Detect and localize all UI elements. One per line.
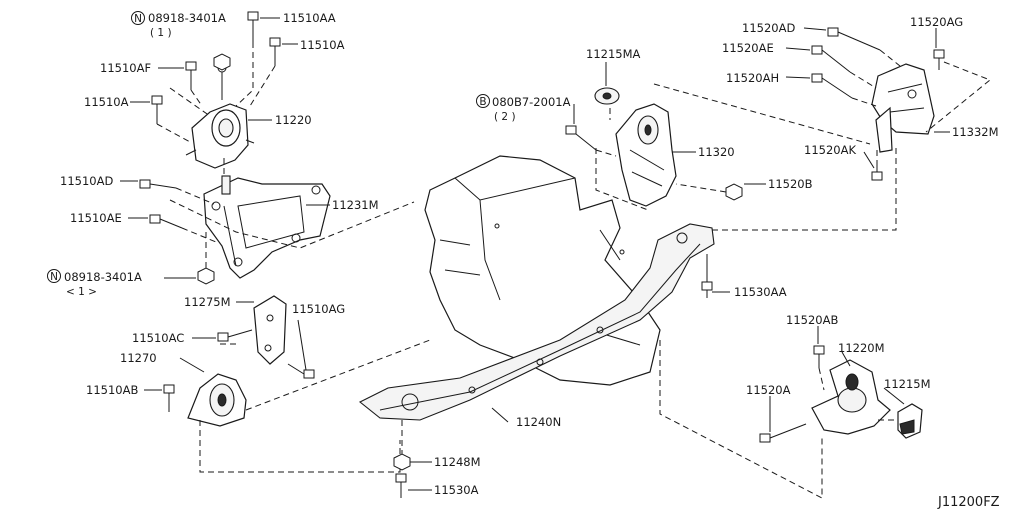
n-marker-top: N — [131, 11, 145, 25]
label-080B7-qty: ( 2 ) — [494, 111, 516, 123]
label-11320: 11320 — [698, 145, 735, 159]
diagram-code: J11200FZ — [937, 495, 1000, 510]
leader-lines — [120, 17, 950, 491]
nut-11248M — [393, 453, 411, 471]
label-11270: 11270 — [120, 351, 157, 365]
n-marker-mid: N — [47, 269, 61, 283]
bolt-11530A — [395, 473, 407, 498]
label-11220: 11220 — [275, 113, 312, 127]
label-11510A-top: 11510A — [300, 38, 345, 52]
label-11530A: 11530A — [434, 483, 479, 497]
bolt-11510AF — [185, 61, 197, 90]
label-11510AE: 11510AE — [70, 211, 122, 225]
label-11240N: 11240N — [516, 415, 561, 429]
bolt-11510AA — [247, 11, 259, 42]
svg-text:B: B — [479, 96, 486, 108]
bolt-11520AB — [813, 345, 825, 368]
label-11520AK: 11520AK — [804, 143, 856, 157]
mount-11270 — [187, 373, 247, 427]
label-08918-mid: 08918-3401A — [64, 270, 142, 284]
label-11215M: 11215M — [884, 377, 931, 391]
label-11332M: 11332M — [952, 125, 999, 139]
label-11510A-left: 11510A — [84, 95, 129, 109]
label-11520AH: 11520AH — [726, 71, 779, 85]
mount-11320 — [615, 103, 677, 207]
bolt-11520AE — [811, 45, 851, 73]
svg-text:N: N — [50, 271, 58, 283]
insulator-11215MA — [594, 87, 620, 105]
nut-08918-top — [213, 53, 231, 71]
label-11231M: 11231M — [332, 198, 379, 212]
b-marker: B — [476, 94, 490, 108]
label-11215MA: 11215MA — [586, 47, 641, 61]
label-080B7: 080B7-2001A — [492, 95, 571, 109]
label-08918-top-qty: ( 1 ) — [150, 27, 172, 39]
member-11240N — [358, 223, 715, 421]
bolt-11510AB — [163, 384, 175, 412]
bolt-11520AH — [811, 73, 853, 99]
bolt-11510AD — [139, 179, 177, 189]
label-08918-mid-qty: < 1 > — [66, 286, 97, 298]
svg-text:N: N — [134, 13, 142, 25]
bolt-11520A — [759, 423, 807, 443]
label-11220M: 11220M — [838, 341, 885, 355]
label-11520AE: 11520AE — [722, 41, 774, 55]
nut-11520B — [725, 183, 743, 201]
label-08918-top: 08918-3401A — [148, 11, 226, 25]
label-11520B: 11520B — [768, 177, 813, 191]
insulator-11215M — [897, 403, 923, 439]
label-11510AC: 11510AC — [132, 331, 184, 345]
label-11520A: 11520A — [746, 383, 791, 397]
label-11530AA: 11530AA — [734, 285, 787, 299]
mount-11220M — [811, 359, 891, 435]
bracket-11332M — [871, 63, 935, 153]
bolt-11510A-top — [269, 37, 281, 66]
label-11510AB: 11510AB — [86, 383, 138, 397]
label-11510AG: 11510AG — [292, 302, 345, 316]
bracket-11231M — [203, 175, 331, 279]
bolt-11530AA — [701, 254, 713, 298]
nut-08918-mid — [197, 267, 215, 285]
bolt-080B7 — [565, 125, 597, 151]
part-labels: 08918-3401A ( 1 ) 11510AA 11510A 11510AF… — [60, 11, 1000, 510]
mount-11220 — [185, 63, 255, 169]
label-11510AA: 11510AA — [283, 11, 336, 25]
label-11510AF: 11510AF — [100, 61, 151, 75]
bolt-11510AC — [217, 329, 253, 342]
bolt-11510AE — [149, 214, 183, 229]
bolt-11510A-left — [151, 95, 163, 124]
label-11275M: 11275M — [184, 295, 231, 309]
label-11520AB: 11520AB — [786, 313, 838, 327]
label-11248M: 11248M — [434, 455, 481, 469]
label-11520AD: 11520AD — [742, 21, 795, 35]
bolt-11520AG — [933, 49, 945, 70]
bolt-11510AG — [287, 363, 315, 379]
bolt-11520AD — [827, 27, 881, 51]
bracket-11275M — [253, 295, 287, 365]
label-11520AG: 11520AG — [910, 15, 963, 29]
label-11510AD: 11510AD — [60, 174, 113, 188]
